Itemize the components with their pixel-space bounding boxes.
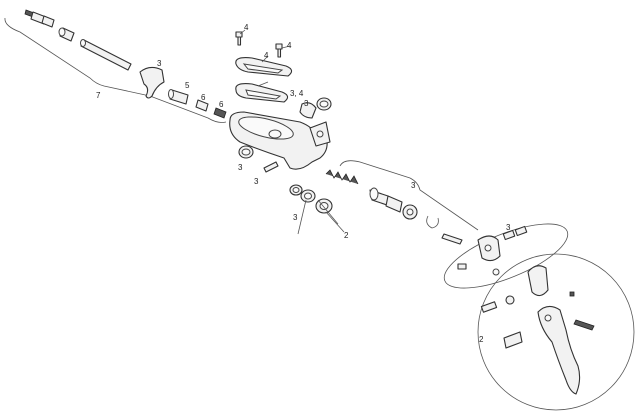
hose-barb-fitting (24, 9, 55, 28)
piston-seal (402, 204, 418, 220)
pivot-group-outline (443, 223, 569, 289)
detail-small-parts (480, 291, 575, 349)
callout-6-olive: 6 (219, 100, 224, 109)
clamp-insert (299, 102, 317, 119)
washer-small (289, 184, 303, 196)
pushrod (441, 233, 463, 245)
callout-7: 7 (96, 91, 101, 100)
callout-6-nut: 6 (201, 93, 206, 102)
pivot-bushings (457, 225, 528, 276)
lever-clip (527, 265, 549, 297)
callout-3-4: 3, 4 (290, 89, 304, 98)
callout-bracket-3-piston (339, 160, 479, 231)
snap-ring (426, 215, 439, 229)
hose-tube (80, 39, 132, 71)
reservoir-cap (235, 57, 293, 77)
callout-3-pivot: 3 (506, 223, 511, 232)
callout-5: 5 (185, 81, 190, 90)
callout-4-cap: 4 (264, 51, 269, 60)
callout-3-washers: 3 (293, 213, 298, 222)
leader-lines (239, 29, 345, 235)
lever-blade (537, 305, 581, 395)
callout-2-washers: 2 (344, 231, 349, 240)
piston-assembly (369, 187, 403, 213)
reservoir-diaphragm (235, 83, 289, 103)
compression-nut (195, 99, 209, 112)
return-spring (325, 169, 359, 185)
clamp-pin (263, 161, 279, 173)
master-cylinder-body (229, 111, 331, 170)
bleed-cap-right (316, 97, 332, 111)
callout-3-right-cap: 3 (304, 99, 309, 108)
callout-4-screw-left: 4 (244, 23, 249, 32)
hose-sleeve (139, 66, 165, 99)
callout-4-screw-right: 4 (287, 41, 292, 50)
reach-adjust-screw (573, 319, 595, 331)
side-cap-left (238, 145, 254, 159)
cover-screw-right (275, 43, 283, 58)
callout-3-pin: 3 (254, 177, 259, 186)
callout-3-piston: 3 (411, 181, 416, 190)
washer-medium (300, 189, 316, 203)
callout-3-body-left: 3 (238, 163, 243, 172)
callout-2-detail: 2 (479, 335, 484, 344)
callout-3-sleeve: 3 (157, 59, 162, 68)
cover-screw-left (235, 31, 243, 46)
detail-circle (477, 253, 635, 411)
olive (213, 107, 227, 119)
callout-bracket-7 (4, 17, 227, 123)
barrel-adapter (168, 89, 189, 105)
pivot-block (477, 235, 501, 262)
hose-insert (58, 27, 75, 42)
